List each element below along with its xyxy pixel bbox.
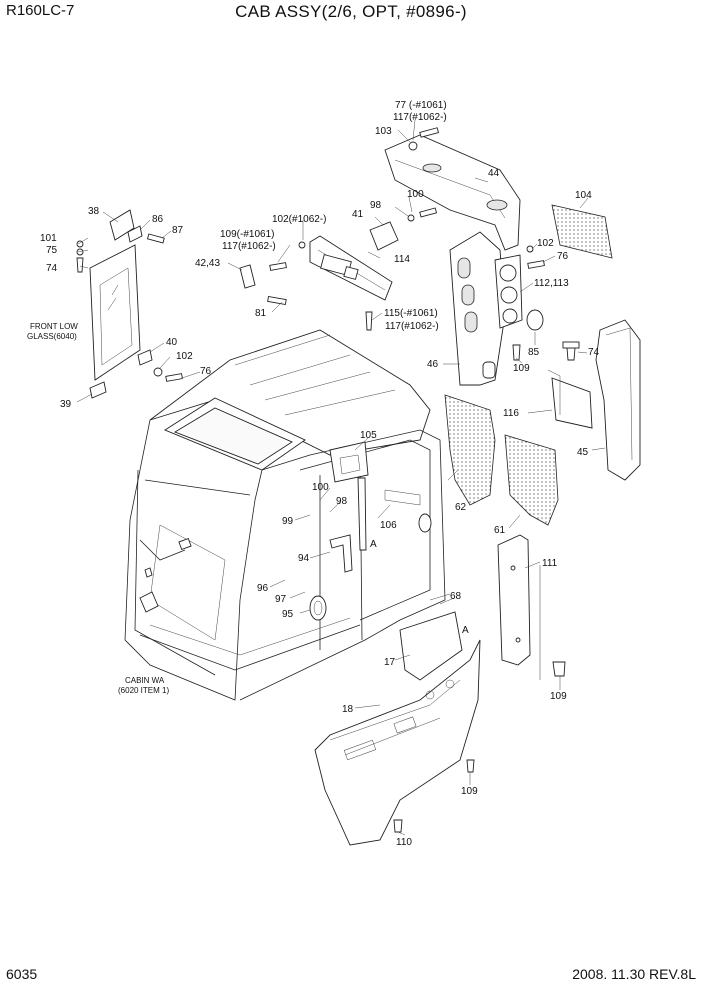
- label-98-mid: 98: [336, 496, 348, 507]
- label-40: 40: [166, 337, 178, 348]
- label-116: 116: [503, 408, 519, 419]
- label-81: 81: [255, 308, 267, 319]
- label-74-right: 74: [588, 347, 600, 358]
- label-68: 68: [450, 591, 462, 602]
- label-85: 85: [528, 347, 540, 358]
- label-109-panel: 109: [513, 363, 530, 374]
- label-44: 44: [488, 168, 500, 179]
- label-97: 97: [275, 594, 287, 605]
- callout-labels: 77 (-#1061) 117(#1062-) 103 44 100 98 41…: [27, 100, 600, 848]
- front-low-glass: [89, 244, 141, 381]
- pad-61: [504, 434, 559, 526]
- label-76-right: 76: [557, 251, 569, 262]
- label-94: 94: [298, 553, 310, 564]
- label-102-left: 102: [176, 351, 193, 362]
- label-A-cover: A: [462, 625, 469, 636]
- cabin-frame: [124, 329, 446, 701]
- label-103: 103: [375, 126, 392, 137]
- label-117-top: 117(#1062-): [393, 112, 447, 123]
- label-117-lower: 117(#1062-): [385, 321, 439, 332]
- label-102-right: 102: [537, 238, 554, 249]
- bracket-116: [547, 341, 593, 429]
- page-title: CAB ASSY(2/6, OPT, #0896-): [235, 2, 467, 21]
- lower-panel-18: [314, 639, 481, 846]
- label-77: 77 (-#1061): [395, 100, 447, 111]
- front-glass-label-1: FRONT LOW: [30, 322, 78, 331]
- label-105: 105: [360, 430, 377, 441]
- label-102-top: 102(#1062-): [272, 214, 326, 225]
- panel-104: [551, 204, 613, 259]
- label-39: 39: [60, 399, 72, 410]
- label-76-left: 76: [200, 366, 212, 377]
- cabin-label-2: (6020 ITEM 1): [118, 686, 169, 695]
- label-95: 95: [282, 609, 294, 620]
- panel-45: [595, 319, 641, 481]
- label-117-mid: 117(#1062-): [222, 241, 276, 252]
- label-42-43: 42,43: [195, 258, 220, 269]
- page-number: 6035: [6, 966, 38, 982]
- label-109-cover: 109: [550, 691, 567, 702]
- label-41: 41: [352, 209, 364, 220]
- cover-111: [497, 534, 566, 677]
- label-110: 110: [396, 837, 412, 848]
- label-87: 87: [172, 225, 184, 236]
- label-A-door: A: [370, 539, 377, 550]
- label-46: 46: [427, 359, 439, 370]
- label-75: 75: [46, 245, 58, 256]
- label-74-left: 74: [46, 263, 58, 274]
- label-45: 45: [577, 447, 589, 458]
- cover-17: [399, 593, 463, 681]
- label-101: 101: [40, 233, 57, 244]
- label-114: 114: [394, 254, 410, 265]
- front-glass-label-2: GLASS(6040): [27, 332, 77, 341]
- label-86: 86: [152, 214, 164, 225]
- label-104: 104: [575, 190, 592, 201]
- label-106: 106: [380, 520, 397, 531]
- label-100-top: 100: [407, 189, 424, 200]
- bracket-114: [239, 221, 399, 331]
- label-99: 99: [282, 516, 294, 527]
- label-109-upper: 109(-#1061): [220, 229, 274, 240]
- top-console-44: [384, 127, 521, 251]
- glass-hardware: [76, 209, 183, 399]
- label-38: 38: [88, 206, 100, 217]
- side-panel-46: [449, 231, 545, 386]
- label-96: 96: [257, 583, 269, 594]
- label-115: 115(-#1061): [384, 308, 438, 319]
- label-98-top: 98: [370, 200, 382, 211]
- label-62: 62: [455, 502, 467, 513]
- pad-62: [444, 394, 496, 506]
- leader-lines: [76, 119, 606, 836]
- model-code: R160LC-7: [6, 2, 75, 19]
- label-61: 61: [494, 525, 506, 536]
- label-109-lower: 109: [461, 786, 478, 797]
- cabin-label-1: CABIN WA: [125, 676, 165, 685]
- label-112-113: 112,113: [534, 278, 569, 289]
- label-18: 18: [342, 704, 354, 715]
- label-111: 111: [542, 558, 558, 569]
- revision-date: 2008. 11.30 REV.8L: [572, 966, 696, 982]
- label-17: 17: [384, 657, 396, 668]
- label-100-mid: 100: [312, 482, 329, 493]
